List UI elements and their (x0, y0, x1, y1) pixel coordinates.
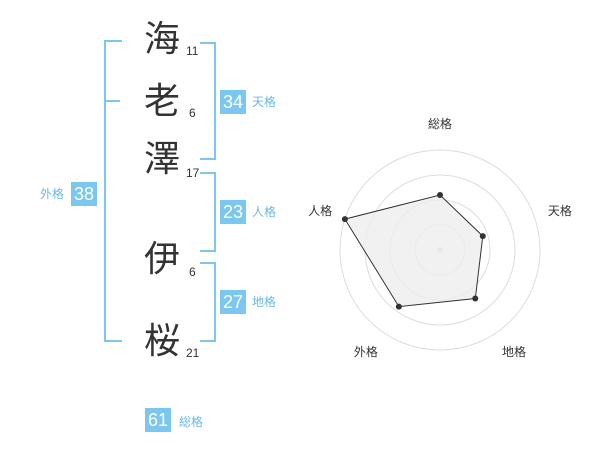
radar-polygon (344, 194, 484, 308)
radar-point-5 (341, 216, 348, 223)
radar-label-3: 地格 (502, 344, 526, 359)
name-char-3: 澤 (143, 139, 180, 180)
name-char-5: 桜 (143, 321, 180, 362)
radar-point-1 (437, 192, 443, 198)
radar-point-3 (472, 295, 479, 302)
stroke-count-5: 21 (186, 346, 200, 360)
radar-label-4: 外格 (354, 344, 378, 359)
soukaku-label: 総格 (179, 415, 204, 429)
tenkaku-value: 34 (220, 90, 247, 114)
name-char-1: 海 (143, 19, 180, 60)
gaikaku-label: 外格 (40, 187, 65, 201)
radar-ring-4 (339, 149, 541, 351)
stroke-count-4: 6 (189, 265, 196, 279)
chikaku-value: 27 (220, 290, 247, 314)
name-char-4: 伊 (143, 239, 180, 280)
radar-point-2 (479, 233, 486, 240)
gaikaku-bracket-mid (104, 100, 120, 102)
soukaku-value: 61 (145, 408, 172, 432)
gaikaku-value: 38 (71, 182, 98, 206)
jinkaku-value: 23 (220, 200, 247, 224)
name-char-2: 老 (143, 81, 180, 122)
radar-label-1: 総格 (428, 116, 452, 131)
tenkaku-bracket (200, 42, 216, 160)
jinkaku-bracket (200, 172, 216, 252)
radar-label-5: 人格 (308, 203, 332, 218)
tenkaku-label: 天格 (252, 95, 277, 109)
stroke-count-2: 6 (189, 106, 196, 120)
chikaku-bracket (200, 262, 216, 342)
stroke-count-1: 11 (186, 44, 199, 58)
stroke-count-3: 17 (186, 166, 200, 180)
radar-point-4 (395, 303, 402, 310)
radar-label-2: 天格 (548, 203, 572, 218)
gaikaku-bracket (104, 40, 122, 342)
jinkaku-label: 人格 (252, 205, 277, 219)
chikaku-label: 地格 (252, 295, 277, 309)
